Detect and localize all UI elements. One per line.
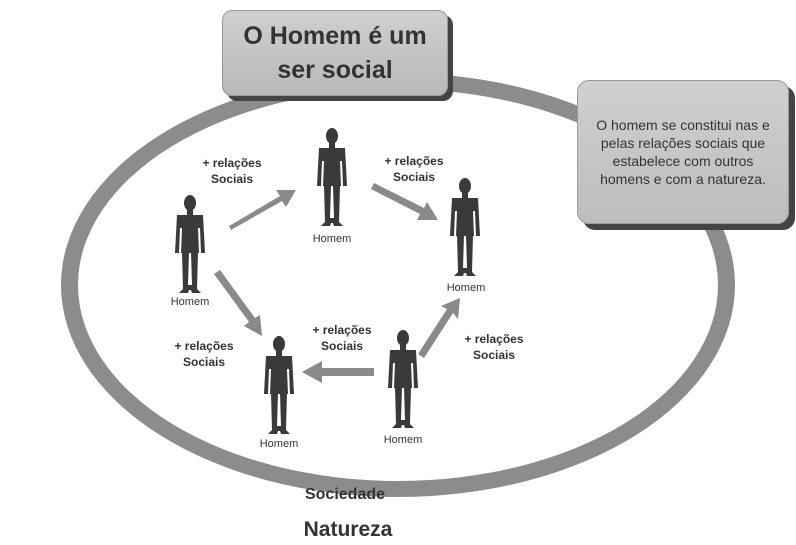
relation-label: + relações Sociais (202, 156, 262, 186)
society-inner (78, 89, 718, 481)
note-box: O homem se constitui nas e pelas relaçõe… (577, 80, 789, 224)
arrows (214, 183, 460, 383)
person-label: Homem (259, 438, 299, 450)
title-box: O Homem é um ser social (222, 10, 448, 96)
note-text: O homem se constitui nas e pelas relaçõe… (596, 117, 770, 187)
arrow-5 (302, 361, 374, 383)
person-label: Homem (312, 233, 352, 245)
relation-label: + relações Sociais (384, 154, 444, 184)
relation-label: + relações Sociais (174, 339, 234, 369)
person-label: Homem (383, 434, 423, 446)
nature-label: Natureza (303, 518, 393, 541)
person-label: Homem (446, 282, 486, 294)
arrow-2 (371, 183, 438, 220)
arrow-4 (418, 298, 460, 358)
person-label: Homem (170, 296, 210, 308)
relation-label: + relações Sociais (312, 323, 372, 353)
arrow-3 (214, 270, 262, 336)
society-label: Sociedade (304, 486, 386, 503)
diagram-title: O Homem é um ser social (243, 22, 427, 84)
arrow-1 (229, 190, 296, 230)
relation-label: + relações Sociais (464, 332, 524, 362)
